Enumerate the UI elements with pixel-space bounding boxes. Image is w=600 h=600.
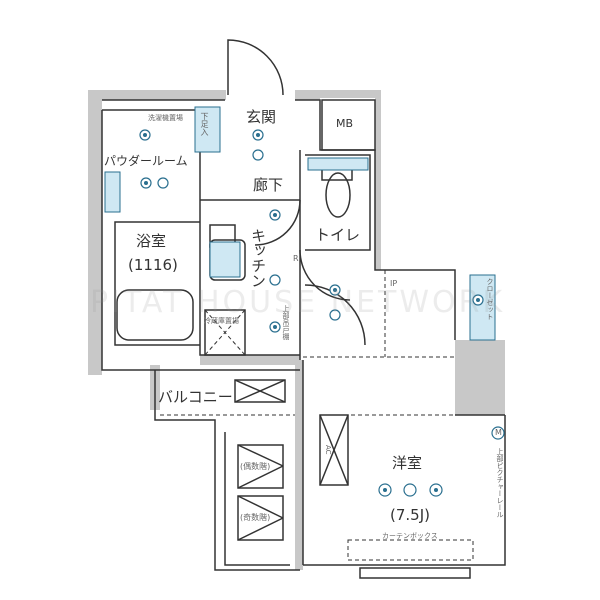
room-label-entrance: 玄関 xyxy=(246,108,277,126)
room-label-hallway: 廊下 xyxy=(253,176,284,194)
label-closet: クローゼット xyxy=(486,278,494,320)
room-label-balcony: バルコニー xyxy=(158,388,233,406)
watermark: PITAT HOUSE NETWORK xyxy=(90,285,506,320)
label-meter: M xyxy=(495,428,502,437)
label-curtain-box: カーテンボックス xyxy=(382,532,438,540)
label-even-floor: (偶数階) xyxy=(240,462,271,471)
room-label-meter-box: MB xyxy=(336,117,354,130)
room-label-toilet: トイレ xyxy=(315,226,361,244)
label-picture-rail: 上部ピクチャーレール xyxy=(496,448,504,518)
room-label-western-room-size: (7.5J) xyxy=(390,506,430,524)
label-shoe-cabinet: 下足入 xyxy=(200,112,209,136)
outlet-dots xyxy=(143,133,480,492)
dashed-lines xyxy=(160,270,474,561)
label-upper-cabinet: 上部吊戸棚 xyxy=(282,305,290,340)
outlets xyxy=(139,129,505,497)
label-washer-space: 洗濯機置場 xyxy=(148,114,183,122)
label-odd-floor: (奇数階) xyxy=(240,513,271,522)
label-ac: AC xyxy=(324,445,332,455)
wall-lines xyxy=(101,39,506,579)
room-label-bathroom-size: (1116) xyxy=(128,256,178,274)
fixtures xyxy=(104,106,496,341)
label-fridge-space: 冷蔵庫置場 xyxy=(204,317,239,325)
room-label-kitchen: キッチン xyxy=(249,228,267,288)
walls xyxy=(88,90,505,570)
room-label-bathroom: 浴室 xyxy=(136,232,167,250)
room-label-powder-room: パウダールーム xyxy=(104,154,188,168)
label-refrigerator: R xyxy=(293,254,299,263)
room-label-western-room: 洋室 xyxy=(392,454,423,472)
label-ip: IP xyxy=(390,279,398,288)
